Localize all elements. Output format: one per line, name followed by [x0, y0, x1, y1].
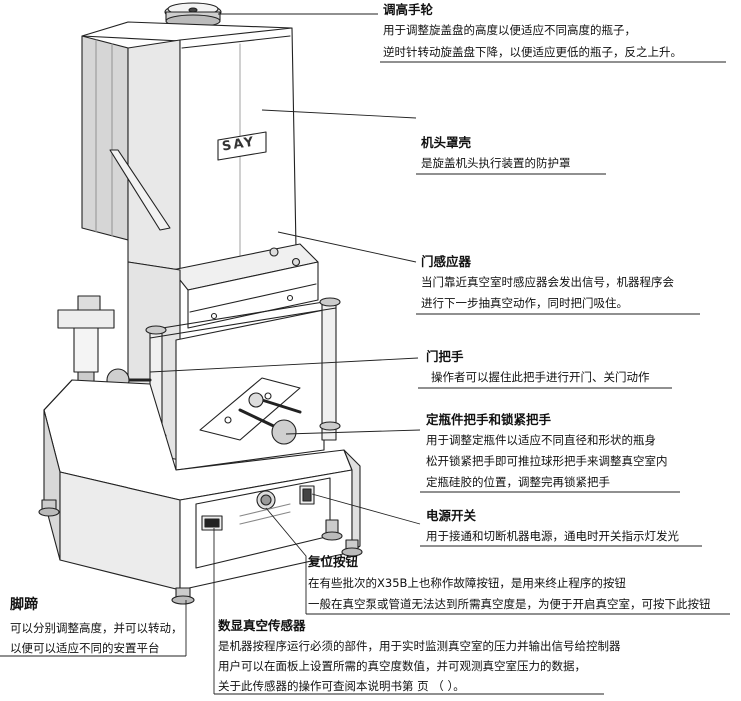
callout-reset-button-line: 一般在真空泵或管道无法达到所需真空度是，为便于开启真空室，可按下此按钮 [308, 597, 711, 611]
callout-power-switch-line: 用于接通和切断机器电源，通电时开关指示灯发光 [426, 529, 679, 543]
feet-drawing [38, 499, 363, 605]
callout-reset-button-title: 复位按钮 [308, 554, 359, 569]
callout-fix-handle-title: 定瓶件把手和锁紧把手 [426, 412, 552, 427]
callout-reset-button-line: 在有些批次的X35B上也称作故障按钮，是用来终止程序的按钮 [308, 576, 626, 590]
callout-door-handle-line: 操作者可以握住此把手进行开门、关门动作 [431, 370, 650, 384]
head-cover-drawing [81, 21, 297, 271]
callout-door-sensor-line: 当门靠近真空室时感应器会发出信号，机器程序会 [421, 275, 674, 289]
callout-foot-title: 脚蹄 [10, 597, 38, 613]
callout-door-sensor-title: 门感应器 [421, 254, 472, 269]
callout-head-cover-title: 机头罩壳 [421, 135, 472, 150]
callout-foot-line: 可以分别调整高度，并可以转动， [10, 621, 183, 635]
callout-vacuum-sensor-line: 是机器按程序运行必须的部件，用于实时监测真空室的压力并输出信号给控制器 [218, 639, 621, 653]
callout-foot-line: 以便可以适应不同的安置平台 [10, 641, 160, 655]
callout-vacuum-sensor-title: 数显真空传感器 [218, 618, 306, 633]
base-cabinet-drawing [43, 379, 361, 591]
callout-fix-handle-line: 用于调整定瓶件以适应不同直径和形状的瓶身 [426, 433, 656, 447]
door-sensor-drawing [171, 243, 319, 329]
callout-door-handle-title: 门把手 [426, 349, 464, 364]
leader-lines [0, 13, 730, 695]
callout-vacuum-sensor-line: 关于此传感器的操作可查阅本说明书第 页 （ ）。 [218, 679, 465, 693]
callout-power-switch-title: 电源开关 [426, 508, 477, 523]
callout-door-sensor-line: 进行下一步抽真空动作，同时把门吸住。 [421, 296, 628, 310]
callout-fix-handle-line: 松开锁紧把手即可推拉球形把手来调整真空室内 [426, 454, 668, 468]
handwheel-drawing [164, 2, 222, 37]
callout-head-cover-line: 是旋盖机头执行装置的防护罩 [421, 156, 571, 170]
callout-handwheel-title: 调高手轮 [383, 2, 434, 17]
callout-fix-handle-line: 定瓶硅胶的位置，调整完再锁紧把手 [426, 475, 610, 489]
callout-handwheel-line: 用于调整旋盖盘的高度以便适应不同高度的瓶子， [383, 23, 636, 37]
callout-handwheel-line: 逆时针转动旋盖盘下降，以便适应更低的瓶子，反之上升。 [383, 45, 682, 59]
callout-vacuum-sensor-line: 用户可以在面板上设置所需的真空度数值，并可观测真空室压力的数据， [218, 659, 586, 673]
air-filter-drawing [57, 295, 115, 393]
